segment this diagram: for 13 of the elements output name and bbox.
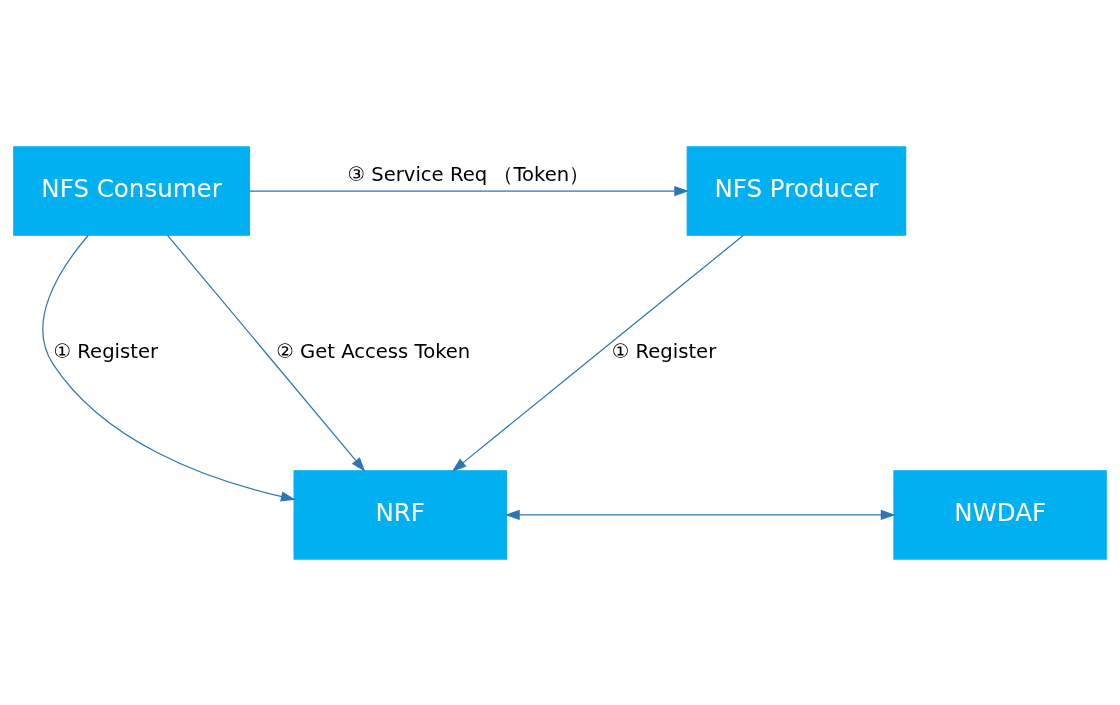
arrow [166, 234, 366, 472]
arrow [42, 234, 296, 501]
node-box: NRF [293, 469, 507, 560]
edge-label: ① Register [611, 339, 717, 363]
node-box: NFS Producer [686, 145, 907, 236]
edge-label: ① Register [53, 339, 159, 363]
edge-label: ② Get Access Token [276, 339, 471, 363]
node-box: NWDAF [893, 469, 1107, 560]
arrow [451, 234, 745, 472]
arrow [249, 185, 690, 196]
arrow [504, 509, 896, 520]
edge-label: ③ Service Req （Token） [347, 162, 590, 186]
node-box: NFS Consumer [13, 145, 250, 236]
